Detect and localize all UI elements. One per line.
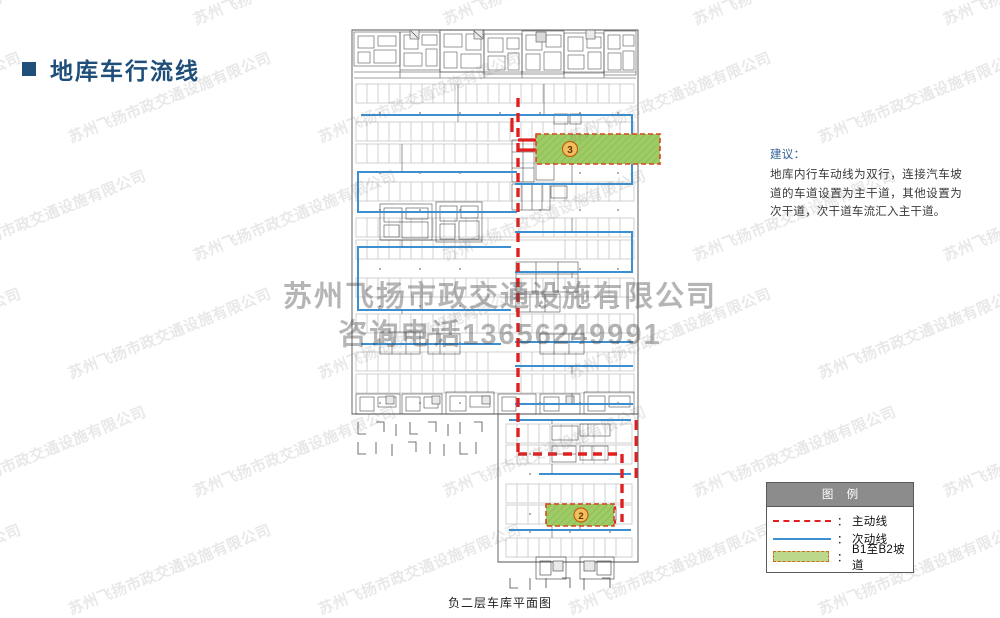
watermark-tile: 苏州飞扬市政交通设施有限公司 [66, 285, 274, 383]
watermark-tile: 苏州飞扬市政交通设施有限公司 [816, 285, 1000, 383]
watermark-tile: 苏州飞扬市政交通设施有限公司 [0, 285, 24, 383]
legend-row-main-route: ： 主动线 [773, 512, 907, 529]
legend-label-main-route: 主动线 [852, 515, 888, 528]
legend-separator-0: ： [837, 515, 848, 528]
red-dashed-line-icon [773, 519, 835, 522]
green-ramp-box-icon [773, 551, 835, 562]
legend-label-ramp: B1至B2坡道 [852, 543, 905, 572]
legend-separator-2: ： [837, 551, 848, 564]
suggestion-heading: 建议： [770, 149, 806, 161]
legend-row-ramp: ： B1至B2坡道 [773, 544, 907, 572]
watermark-tile: 苏州飞扬市政交通设施有限公司 [940, 0, 1000, 29]
watermark-tile: 苏州飞扬市政交通设施有限公司 [0, 49, 24, 147]
suggestion-body: 地库内行车动线为双行，连接汽车坡道的车道设置为主干道，其他设置为次干道，次干道车… [770, 169, 962, 219]
title-bullet-icon [22, 62, 36, 76]
legend-rows: ： 主动线 ： 次动线 ： B1至B2坡道 [767, 507, 913, 572]
page-title: 地库车行流线 [22, 52, 200, 86]
watermark-tile: 苏州飞扬市政交通设施有限公司 [941, 403, 1000, 501]
blue-solid-line-icon [773, 537, 835, 540]
watermark-tile: 苏州飞扬市政交通设施有限公司 [816, 49, 1000, 147]
legend-title: 图 例 [767, 483, 913, 507]
svg-text:2: 2 [578, 511, 583, 522]
svg-text:3: 3 [567, 145, 573, 156]
legend-separator-1: ： [837, 533, 848, 546]
watermark-tile: 苏州飞扬市政交通设施有限公司 [0, 167, 149, 265]
garage-floor-plan: 3 2 [340, 22, 680, 592]
page-title-text: 地库车行流线 [50, 58, 200, 84]
watermark-tile: 苏州飞扬市政交通设施有限公司 [0, 0, 149, 29]
legend-box: 图 例 ： 主动线 ： 次动线 ： B1至B [766, 482, 914, 573]
legend-row-secondary-route: ： 次动线 [773, 530, 907, 547]
legend-label-secondary-route: 次动线 [852, 533, 888, 546]
suggestion-panel: 建议： 地库内行车动线为双行，连接汽车坡道的车道设置为主干道，其他设置为次干道，… [770, 146, 962, 222]
watermark-tile: 苏州飞扬市政交通设施有限公司 [690, 0, 899, 29]
figure-caption: 负二层车库平面图 [447, 596, 552, 610]
watermark-tile: 苏州飞扬市政交通设施有限公司 [0, 403, 149, 501]
